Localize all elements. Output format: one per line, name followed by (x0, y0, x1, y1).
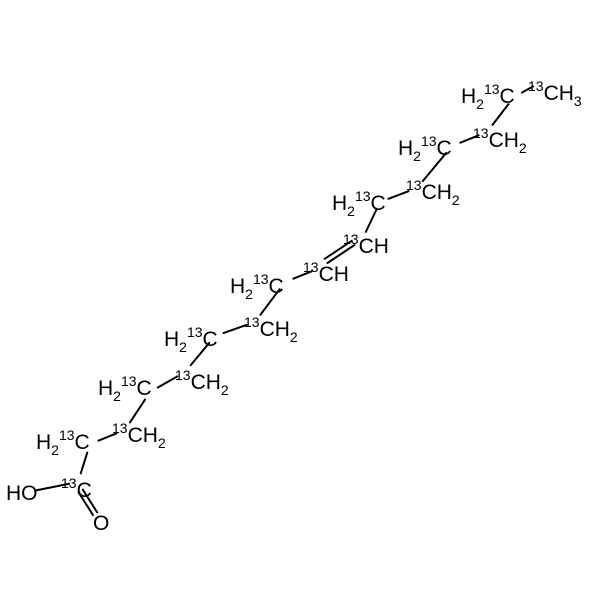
isotope-mass: 13 (253, 271, 269, 287)
atom-label-a9: 13CH2 (244, 314, 298, 345)
element-symbol: C (137, 377, 152, 400)
bond-a12-a11 (326, 243, 356, 265)
element-symbol: CH (319, 263, 349, 286)
isotope-mass: 13 (303, 259, 319, 275)
hydrogen-prefix: H (36, 431, 51, 454)
hydrogen-count: 2 (476, 96, 484, 112)
hydrogen-prefix: H (398, 137, 413, 160)
atom-subscript: 2 (290, 329, 298, 345)
atom-label-a11: 13CH (303, 259, 349, 286)
hydrogen-count: 2 (113, 388, 121, 404)
hydrogen-prefix: H (332, 192, 347, 215)
bond-a18-a17 (520, 85, 535, 94)
atom-label-a14: 13CH2 (406, 177, 460, 208)
element-symbol: C (371, 192, 386, 215)
bond-a5-a4 (97, 432, 118, 442)
hydrogen-count: 2 (347, 203, 355, 219)
bond-a9-a8 (222, 323, 248, 335)
element-symbol: C (75, 431, 90, 454)
atom-subscript: 3 (574, 93, 582, 109)
atom-label-a5: 13CH2 (112, 420, 166, 451)
bond-a13-a12 (364, 209, 378, 233)
hydrogen-prefix: H (164, 328, 179, 351)
atom-label-a13: H213C (332, 188, 386, 219)
bond-a3-o (81, 488, 99, 514)
bond-a15-a14 (421, 151, 448, 183)
element-symbol: O (93, 512, 109, 535)
bond-a11-a10 (292, 270, 313, 280)
hydrogen-count: 2 (179, 339, 187, 355)
element-symbol: HO (6, 482, 38, 505)
element-symbol: CH (359, 235, 389, 258)
bond-a10-a9 (259, 288, 281, 316)
hydrogen-prefix: H (230, 275, 245, 298)
bond-a16-a15 (459, 134, 480, 144)
element-symbol: CH (260, 318, 290, 341)
isotope-mass: 13 (355, 188, 371, 204)
element-symbol: CH (489, 129, 519, 152)
element-symbol: C (437, 137, 452, 160)
atom-label-a18: 13CH3 (528, 78, 582, 109)
isotope-mass: 13 (244, 314, 260, 330)
atom-label-a3: 13C (61, 475, 92, 502)
atom-label-o: O (93, 512, 109, 535)
atom-label-a7: 13CH2 (175, 367, 229, 398)
isotope-mass: 13 (406, 177, 422, 193)
atom-label-oh: HO (6, 482, 38, 505)
isotope-mass: 13 (528, 78, 544, 94)
bond-a6-a5 (128, 398, 147, 424)
bond-a7-a6 (156, 375, 179, 389)
element-symbol: CH (191, 371, 221, 394)
atom-label-a15: H213C (398, 133, 452, 164)
bond-a4-a3 (79, 451, 89, 475)
isotope-mass: 13 (473, 125, 489, 141)
atom-subscript: 2 (221, 382, 229, 398)
isotope-mass: 13 (112, 420, 128, 436)
hydrogen-count: 2 (413, 148, 421, 164)
element-symbol: CH (544, 82, 574, 105)
atom-label-layer: 13CH3H213C13CH2H213C13CH2H213C13CH13CHH2… (6, 78, 582, 535)
element-symbol: CH (128, 424, 158, 447)
isotope-mass: 13 (121, 373, 137, 389)
isotope-mass: 13 (484, 81, 500, 97)
bond-a14-a13 (387, 190, 410, 200)
isotope-mass: 13 (187, 324, 203, 340)
isotope-mass: 13 (61, 475, 77, 491)
double-bond-a3-o (77, 491, 94, 517)
atom-subscript: 2 (158, 435, 166, 451)
element-symbol: C (203, 328, 218, 351)
double-bond-a12-a11 (323, 239, 353, 260)
element-symbol: C (500, 85, 515, 108)
isotope-mass: 13 (59, 427, 75, 443)
hydrogen-count: 2 (51, 442, 59, 458)
atom-label-a17: H213C (461, 81, 515, 112)
isotope-mass: 13 (343, 231, 359, 247)
atom-label-a12: 13CH (343, 231, 389, 258)
atom-subscript: 2 (452, 192, 460, 208)
element-symbol: C (269, 275, 284, 298)
element-symbol: CH (422, 181, 452, 204)
atom-subscript: 2 (519, 140, 527, 156)
isotope-mass: 13 (421, 133, 437, 149)
atom-label-a8: H213C (164, 324, 218, 355)
isotope-mass: 13 (175, 367, 191, 383)
atom-label-a16: 13CH2 (473, 125, 527, 156)
atom-label-a6: H213C (98, 373, 152, 404)
atom-label-a10: H213C (230, 271, 284, 302)
bond-a3-oh (35, 482, 71, 492)
bond-a17-a16 (491, 103, 510, 126)
hydrogen-prefix: H (461, 85, 476, 108)
bond-layer (35, 85, 535, 517)
atom-label-a4: H213C (36, 427, 90, 458)
element-symbol: C (77, 479, 92, 502)
hydrogen-count: 2 (245, 286, 253, 302)
hydrogen-prefix: H (98, 377, 113, 400)
bond-a8-a7 (189, 341, 211, 367)
